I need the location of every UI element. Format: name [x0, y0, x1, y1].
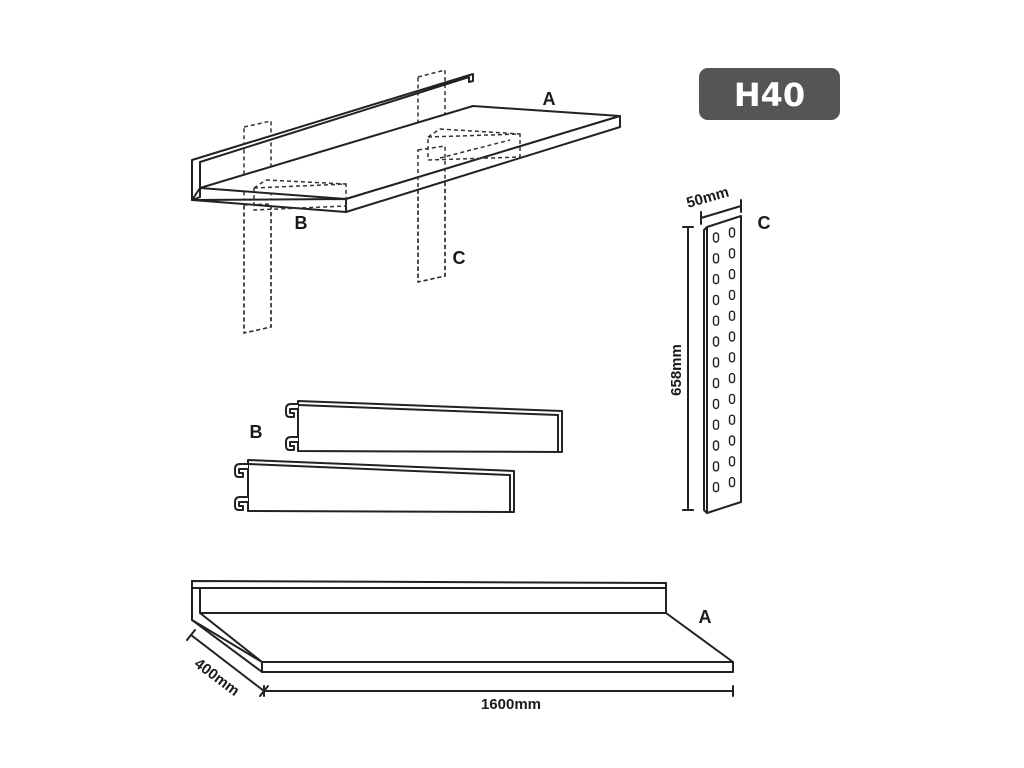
assembly-label-c: C [453, 248, 466, 268]
upright-slot [728, 248, 736, 259]
assembled-shelf: A B C [191, 69, 621, 334]
assembly-label-a: A [543, 89, 556, 109]
bracket-back-hook-bottom [285, 436, 299, 451]
upright-front [706, 215, 742, 514]
upright-slot [712, 253, 720, 264]
shelf-left-edge [191, 619, 263, 663]
upright-height-label: 658mm [668, 344, 685, 396]
bracket-front-top-edge [247, 463, 511, 476]
upright-slot [728, 476, 736, 488]
shelf-top-surface [199, 612, 734, 663]
upright-width-dimension-line [700, 205, 742, 219]
assembly-upright-left [243, 120, 272, 334]
upright-slot [712, 336, 720, 347]
shelf-length-label: 1600mm [481, 696, 541, 713]
shelf-front-edge [261, 661, 734, 673]
assembly-upright-left-lower [243, 203, 272, 334]
upright-width-label: 50mm [685, 184, 731, 212]
upright-slot [728, 310, 736, 321]
shelf-label-a: A [699, 607, 712, 627]
model-badge-text: H40 [734, 76, 805, 114]
upright-slot [712, 294, 720, 306]
shelf-depth-dimension-line [190, 634, 265, 692]
shelf-left-bottom-edge [191, 619, 263, 673]
upright-slot [728, 289, 736, 301]
shelf-depth-tick-top [186, 629, 196, 641]
assembly-bracket-right-top [439, 128, 521, 135]
assembly-bracket-right [427, 133, 521, 161]
upright-slot [712, 357, 720, 368]
upright-slot [728, 227, 736, 238]
assembly-bracket-right-diagonal [439, 139, 511, 159]
brackets-part: B [234, 400, 563, 513]
bracket-back-hook-top [285, 403, 299, 418]
upright-slot [728, 456, 736, 467]
upright-slot [712, 315, 720, 326]
upright-slot [728, 393, 736, 405]
upright-slot [728, 268, 736, 280]
assembly-bracket-left-edge [253, 179, 267, 189]
upright-slot [728, 372, 736, 384]
bracket-back-body [297, 400, 563, 453]
upright-slot [712, 461, 720, 472]
upright-slot [712, 232, 720, 243]
bracket-front-body [247, 459, 515, 513]
assembly-bracket-left-top [265, 179, 347, 185]
assembly-shelf-corner [191, 187, 201, 201]
upright-slot [712, 377, 720, 389]
bracket-back [285, 400, 563, 453]
bracket-front-hook-top [234, 463, 249, 478]
bracket-front [234, 459, 515, 513]
upright-slot [712, 481, 720, 493]
upright-slot [712, 440, 720, 451]
shelf-part: 400mm 1600mm A [186, 580, 734, 713]
upright-slot [712, 398, 720, 410]
assembly-bracket-right-edge [427, 128, 441, 138]
brackets-label-b: B [250, 422, 263, 442]
upright-part: 50mm 658mm C [668, 184, 771, 514]
upright-slot [728, 352, 736, 363]
upright-slot [728, 331, 736, 342]
assembly-label-b: B [295, 213, 308, 233]
assembly-shelf-front [345, 115, 621, 213]
model-badge-background [699, 68, 840, 120]
bracket-front-hook-bottom [234, 496, 249, 511]
upright-label-c: C [758, 213, 771, 233]
upright-slot [728, 414, 736, 425]
shelf-upstand-front [191, 580, 667, 614]
upright-slot [728, 435, 736, 446]
shelf-depth-label: 400mm [191, 655, 243, 700]
assembly-bracket-left [253, 183, 347, 211]
upright-slot [712, 273, 720, 285]
bracket-back-top-edge [297, 404, 559, 416]
upright-slot [712, 419, 720, 430]
model-badge: H40 [699, 68, 840, 120]
upright-slots [712, 227, 736, 493]
assembly-upright-right-lower [417, 145, 446, 283]
